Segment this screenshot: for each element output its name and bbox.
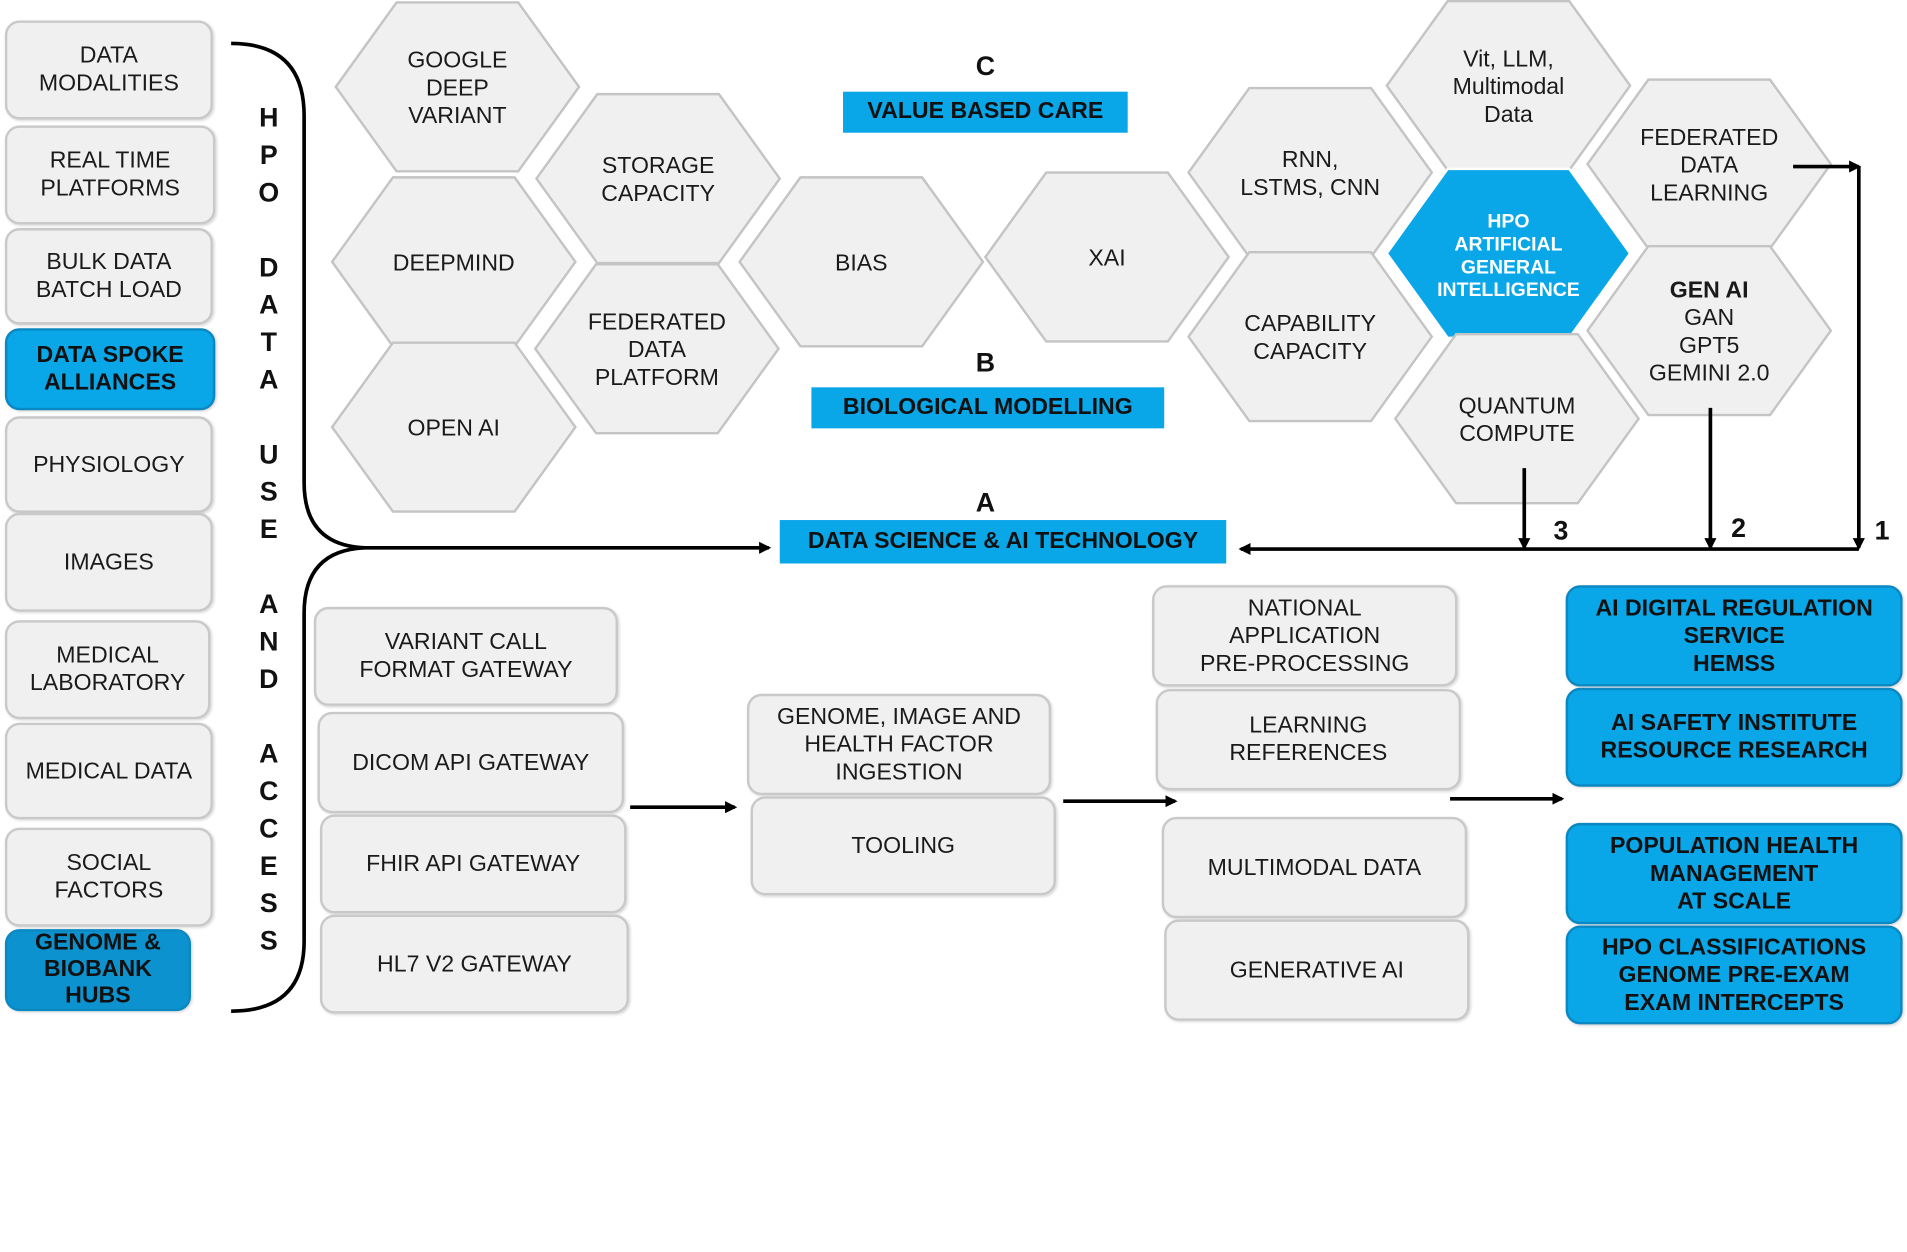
left-item-images: IMAGES <box>4 512 213 612</box>
hex-google-deep-variant-line-1: DEEP <box>426 74 489 100</box>
hex-vit-llm-multimodal-line-0: Vit, LLM, <box>1463 45 1554 71</box>
hex-storage-capacity-line-0: STORAGE <box>602 152 715 178</box>
hex-open-ai-line-0: OPEN AI <box>408 415 500 441</box>
left-item-physiology: PHYSIOLOGY <box>4 416 213 513</box>
flow-number-2: 2 <box>1731 512 1746 543</box>
processing-national-app: NATIONAL APPLICATION PRE-PROCESSING <box>1152 585 1458 687</box>
hex-vit-llm-multimodal-line-2: Data <box>1484 101 1533 127</box>
section-b-letter: B <box>975 347 996 378</box>
hex-hpo-agi-line-0: HPO <box>1487 211 1529 233</box>
hex-hpo-agi-line-1: ARTIFICIAL <box>1454 233 1562 255</box>
hex-federated-data-learning-line-2: LEARNING <box>1650 179 1768 205</box>
hex-gen-ai-line-1: GAN <box>1684 304 1734 330</box>
gateway-vcf: VARIANT CALL FORMAT GATEWAY <box>313 606 618 706</box>
gateway-fhir: FHIR API GATEWAY <box>319 814 627 914</box>
hex-rnn-lstms-cnn-line-0: RNN, <box>1282 146 1338 172</box>
hex-open-ai: OPEN AI <box>330 341 577 513</box>
hex-deepmind-line-0: DEEPMIND <box>393 249 515 275</box>
output-hpo-classifications: HPO CLASSIFICATIONS GENOME PRE-EXAM EXAM… <box>1565 925 1903 1025</box>
left-item-medical-laboratory: MEDICAL LABORATORY <box>4 620 211 720</box>
hex-bias: BIAS <box>738 176 985 348</box>
left-item-real-time-platforms: REAL TIME PLATFORMS <box>4 125 216 225</box>
hex-deepmind: DEEPMIND <box>330 176 577 348</box>
section-b-label: BIOLOGICAL MODELLING <box>811 387 1165 429</box>
hex-bias-line-0: BIAS <box>835 249 888 275</box>
hex-gen-ai-line-0: GEN AI <box>1670 277 1749 303</box>
section-c-letter: C <box>975 50 996 81</box>
hex-capability-capacity-line-1: CAPACITY <box>1253 338 1367 364</box>
left-item-medical-data: MEDICAL DATA <box>4 722 213 820</box>
hex-rnn-lstms-cnn-line-1: LSTMS, CNN <box>1240 174 1380 200</box>
hex-federated-data-platform-line-2: PLATFORM <box>595 364 719 390</box>
hex-xai-line-0: XAI <box>1088 245 1125 271</box>
tooling-box: TOOLING <box>750 796 1056 896</box>
hex-hpo-agi-line-2: GENERAL <box>1461 256 1556 278</box>
hex-gen-ai-line-2: GPT5 <box>1679 332 1739 358</box>
gateway-hl7: HL7 V2 GATEWAY <box>319 914 629 1014</box>
hex-hpo-agi-line-3: INTELLIGENCE <box>1437 279 1580 301</box>
hex-google-deep-variant-line-2: VARIANT <box>408 102 506 128</box>
flow-number-1: 1 <box>1874 515 1890 546</box>
left-item-bulk-data: BULK DATA BATCH LOAD <box>4 228 213 325</box>
left-item-data-spoke-alliances: DATA SPOKE ALLIANCES <box>4 328 216 411</box>
flow-number-3: 3 <box>1553 515 1569 546</box>
processing-generative-ai: GENERATIVE AI <box>1164 919 1470 1021</box>
hex-federated-data-platform-line-1: DATA <box>628 336 687 362</box>
hex-federated-data-learning-line-0: FEDERATED <box>1640 124 1778 150</box>
left-item-data-modalities: DATA MODALITIES <box>4 20 213 120</box>
output-population-health: POPULATION HEALTH MANAGEMENT AT SCALE <box>1565 822 1903 925</box>
output-ai-digital-regulation: AI DIGITAL REGULATION SERVICE HEMSS <box>1565 585 1903 687</box>
hex-federated-data-learning-line-1: DATA <box>1680 152 1739 178</box>
processing-multimodal-data: MULTIMODAL DATA <box>1161 816 1468 919</box>
hex-rnn-lstms-cnn: RNN,LSTMS, CNN <box>1187 86 1434 259</box>
output-ai-safety-institute: AI SAFETY INSTITUTE RESOURCE RESEARCH <box>1565 687 1903 787</box>
processing-learning-references: LEARNING REFERENCES <box>1155 688 1462 791</box>
section-a-letter: A <box>975 487 996 518</box>
gateway-dicom: DICOM API GATEWAY <box>317 711 625 814</box>
hex-federated-data-platform-line-0: FEDERATED <box>588 308 726 334</box>
section-c-label: VALUE BASED CARE <box>843 91 1128 133</box>
hex-quantum-compute-line-1: COMPUTE <box>1459 420 1574 446</box>
hex-quantum-compute-line-0: QUANTUM <box>1459 392 1576 418</box>
hex-vit-llm-multimodal-line-1: Multimodal <box>1453 73 1565 99</box>
section-a-label: DATA SCIENCE & AI TECHNOLOGY <box>779 520 1227 564</box>
hex-storage-capacity-line-1: CAPACITY <box>601 180 715 206</box>
hex-gen-ai-line-3: GEMINI 2.0 <box>1649 360 1770 386</box>
left-item-social-factors: SOCIAL FACTORS <box>4 827 213 927</box>
hex-xai: XAI <box>983 171 1231 343</box>
left-item-genome-biobank-hubs: GENOME & BIOBANK HUBS <box>4 929 191 1012</box>
ingestion-box: GENOME, IMAGE AND HEALTH FACTOR INGESTIO… <box>746 693 1052 796</box>
hex-capability-capacity-line-0: CAPABILITY <box>1244 310 1376 336</box>
hex-google-deep-variant-line-0: GOOGLE <box>407 47 507 73</box>
